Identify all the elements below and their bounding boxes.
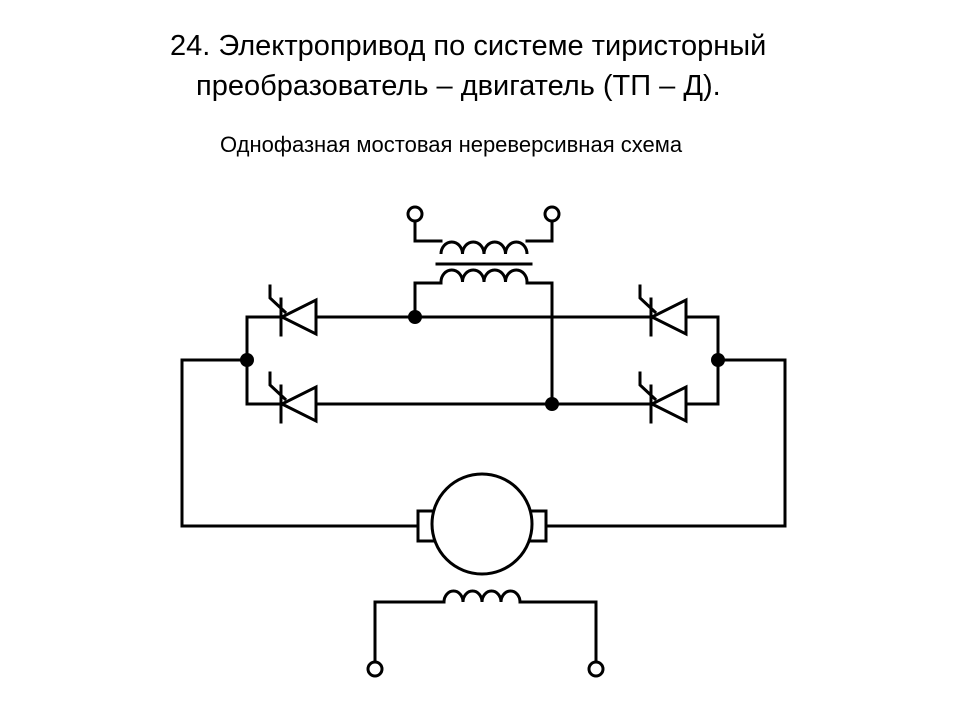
thyristor-body <box>648 384 688 424</box>
field-right-lead <box>518 600 598 664</box>
armature-left-wire <box>180 358 420 528</box>
thyristor-gate <box>638 371 658 402</box>
transformer-secondary-left-lead <box>413 281 443 319</box>
thyristor-gate <box>638 284 658 315</box>
supply-terminal-right <box>543 205 561 223</box>
supply-terminal-left <box>406 205 424 223</box>
bridge-wiring <box>180 310 787 528</box>
thyristor-top-left <box>268 284 318 337</box>
thyristor-bottom-right <box>638 371 688 424</box>
thyristor-bottom-left <box>268 371 318 424</box>
field-terminal-right <box>587 660 605 678</box>
thyristor-body <box>278 297 318 337</box>
field-coil <box>442 589 522 603</box>
field-terminal-left <box>366 660 384 678</box>
thyristor-body <box>278 384 318 424</box>
thyristor-gate <box>268 284 288 315</box>
field-winding <box>366 589 605 678</box>
junction-node-left <box>240 353 254 367</box>
armature-right-wire <box>544 358 787 528</box>
scheme-subtitle: Однофазная мостовая нереверсивная схема <box>220 132 683 157</box>
transformer-primary-winding <box>439 240 529 255</box>
transformer <box>406 205 561 406</box>
thyristor-gate <box>268 371 288 402</box>
slide-title-line-2: преобразователь – двигатель (ТП – Д). <box>196 70 721 102</box>
dc-motor <box>416 472 548 576</box>
transformer-primary-left-lead <box>413 220 443 243</box>
thyristor-body <box>648 297 688 337</box>
junction-node-top <box>408 310 422 324</box>
transformer-primary-right-lead <box>525 220 554 243</box>
motor-armature <box>430 472 534 576</box>
transformer-secondary-right-lead <box>525 281 554 406</box>
junction-node-bottom <box>545 397 559 411</box>
thyristor-top-right <box>638 284 688 337</box>
junction-node-right <box>711 353 725 367</box>
slide-title-line-1: 24. Электропривод по системе тиристорный <box>170 30 767 62</box>
transformer-secondary-winding <box>439 268 529 283</box>
field-left-lead <box>373 600 446 664</box>
